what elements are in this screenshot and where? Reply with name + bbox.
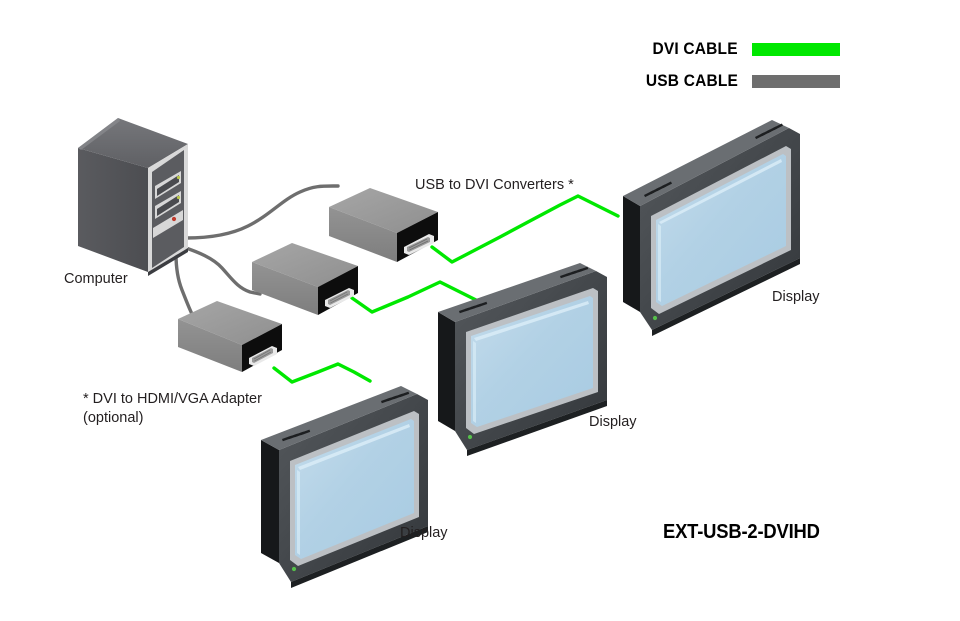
display-bottom-left [261,386,428,588]
dvi-cable-group [272,194,620,384]
footnote-line-1: * DVI to HDMI/VGA Adapter [83,391,262,407]
converter-2 [252,243,358,315]
dvi-connector-2 [325,288,354,308]
computer-drive-bays [153,171,183,238]
display-top-right [623,120,800,336]
model-number: EXT-USB-2-DVIHD [663,521,820,543]
label-usb-to-dvi-converters: USB to DVI Converters * [415,177,574,193]
dvi-cable-3 [272,362,372,384]
label-display-bottom-left: Display [400,525,448,541]
legend-swatch-usb [752,74,840,88]
display-middle [438,263,607,456]
legend-label-usb: USB CABLE [645,71,738,90]
usb-cable-3 [174,252,198,322]
footnote-line-2: (optional) [83,410,144,426]
computer-tower [78,118,188,276]
usb-cable-group [174,184,340,322]
label-display-top-right: Display [772,289,820,305]
label-display-middle: Display [589,414,637,430]
label-computer: Computer [64,271,128,287]
dvi-connector-1 [404,234,434,255]
cable-legend: DVI CABLE USB CABLE [600,36,840,100]
converter-1 [329,188,438,262]
legend-label-dvi: DVI CABLE [652,39,738,58]
usb-cable-2 [181,245,262,296]
usb-cable-1 [184,184,340,240]
legend-swatch-dvi [752,42,840,56]
dvi-cable-1 [430,194,620,264]
converter-3 [178,301,282,372]
legend-item-dvi: DVI CABLE [600,36,840,62]
dvi-cable-2 [350,280,484,314]
legend-item-usb: USB CABLE [600,68,840,94]
dvi-connector-3 [249,346,277,366]
